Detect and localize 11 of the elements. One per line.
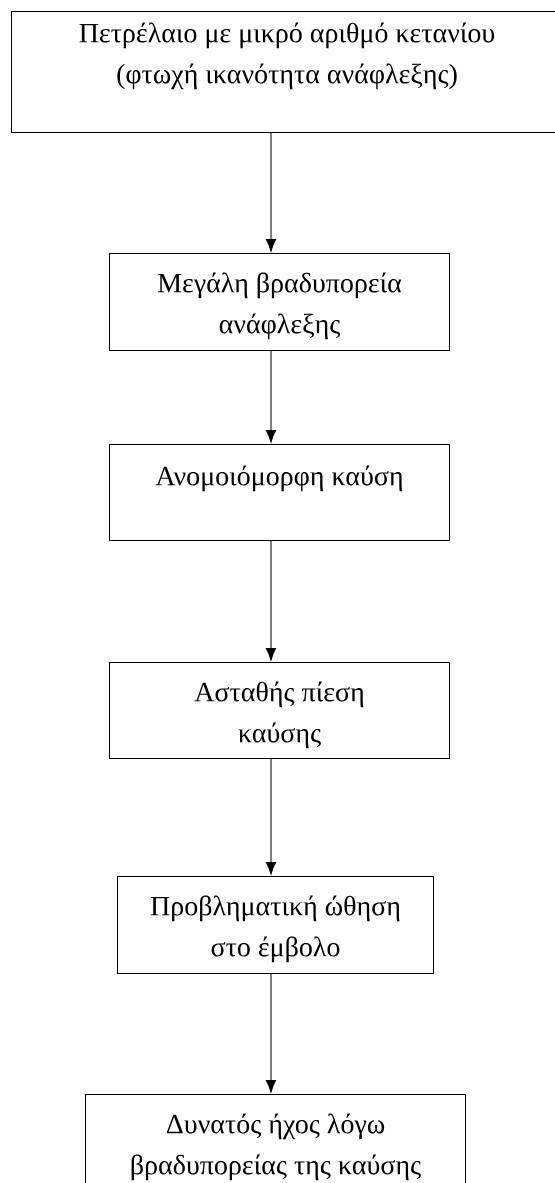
arrow [265, 973, 277, 1093]
arrow [265, 132, 277, 252]
process-box: Προβληματική ώθηση στο έμβολο [117, 876, 434, 974]
process-box: Πετρέλαιο με μικρό αριθμό κετανίου (φτωχή ικανότητα ανάφλεξης) [11, 11, 555, 133]
process-box: Ανομοιόμορφη καύση [109, 444, 450, 541]
arrow [265, 758, 277, 875]
process-box: Δυνατός ήχος λόγω βραδυπορείας της καύσης [85, 1094, 466, 1183]
process-box: Μεγάλη βραδυπορεία ανάφλεξης [109, 253, 450, 351]
process-box: Ασταθής πίεση καύσης [109, 662, 450, 759]
arrow [265, 540, 277, 661]
arrow [265, 350, 277, 443]
